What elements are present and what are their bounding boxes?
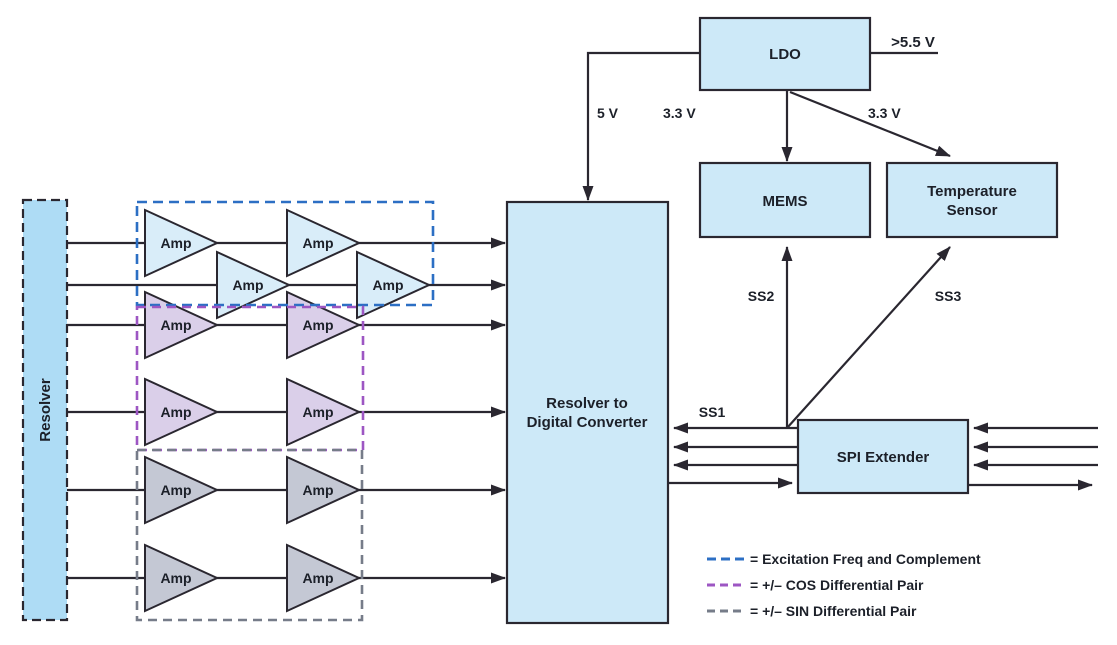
amp-exc-1-label: Amp: [160, 235, 191, 251]
temp-sensor-block: Temperature Sensor: [885, 161, 1059, 239]
amp-cos-1-label: Amp: [160, 317, 191, 333]
ss2-label: SS2: [748, 288, 775, 304]
power-section: LDO >5.5 V 5 V 3.3 V 3.3 V: [582, 16, 951, 201]
amp-cos-4-label: Amp: [302, 404, 333, 420]
amplifier-array: Amp Amp Amp Amp Amp Amp Amp Amp Amp Amp …: [144, 208, 432, 613]
ss1-label: SS1: [699, 404, 726, 420]
resolver-label: Resolver: [37, 378, 54, 442]
rdc-block: Resolver to Digital Converter: [505, 200, 670, 625]
spi-extender-box: [796, 418, 970, 495]
five-volt-wire: [582, 51, 700, 201]
mems-label: MEMS: [763, 193, 808, 210]
spi-extender-label: SPI Extender: [837, 449, 930, 466]
amp-sin-3: [144, 543, 220, 613]
amp-sin-3-label: Amp: [160, 570, 191, 586]
amp-exc-1: [144, 208, 220, 278]
rdc-label-line2: Digital Converter: [527, 414, 648, 431]
mems-box: [698, 161, 872, 239]
ss3-label: SS3: [935, 288, 962, 304]
legend-label-cos: = +/– COS Differential Pair: [750, 577, 924, 593]
resolver-block: Resolver: [21, 198, 69, 622]
amp-cos-2: [286, 290, 362, 360]
sin-group-box: [135, 448, 364, 622]
temp-supply-wire: [789, 90, 951, 158]
mems-supply-label: 3.3 V: [663, 105, 696, 121]
legend-label-sin: = +/– SIN Differential Pair: [750, 603, 917, 619]
resolver-box: [21, 198, 69, 622]
amp-cos-3-label: Amp: [160, 404, 191, 420]
five-volt-label: 5 V: [597, 105, 619, 121]
amp-sin-4-label: Amp: [302, 570, 333, 586]
amp-cos-2-label: Amp: [302, 317, 333, 333]
amp-exc-4: [356, 250, 432, 320]
amp-sin-4: [286, 543, 362, 613]
temp-sensor-box: [885, 161, 1059, 239]
amp-exc-3-label: Amp: [302, 235, 333, 251]
spi-extender-block: SPI Extender: [796, 418, 970, 495]
ldo-label: LDO: [769, 46, 801, 63]
rdc-box: [505, 200, 670, 625]
temp-sensor-label-line2: Sensor: [947, 202, 998, 219]
amp-exc-4-label: Amp: [372, 277, 403, 293]
excitation-group-box: [135, 200, 435, 307]
amp-exc-2: [216, 250, 292, 320]
amp-sin-2-label: Amp: [302, 482, 333, 498]
amp-sin-2: [286, 455, 362, 525]
amp-cos-4: [286, 377, 362, 447]
amp-exc-3: [286, 208, 362, 278]
mems-block: MEMS: [698, 161, 872, 239]
amp-exc-2-label: Amp: [232, 277, 263, 293]
amp-cos-1: [144, 290, 220, 360]
amp-sin-1: [144, 455, 220, 525]
temp-sensor-label-line1: Temperature: [927, 183, 1017, 200]
amp-sin-1-label: Amp: [160, 482, 191, 498]
ldo-box: [698, 16, 872, 92]
temp-supply-label: 3.3 V: [868, 105, 901, 121]
supply-voltage-label: >5.5 V: [891, 34, 935, 51]
spi-wires: SS1 SS2 SS3: [668, 246, 1098, 491]
legend-label-excitation: = Excitation Freq and Complement: [750, 551, 981, 567]
signal-group-boxes: [135, 200, 435, 622]
rdc-label-line1: Resolver to: [546, 395, 628, 412]
amp-cos-3: [144, 377, 220, 447]
legend: = Excitation Freq and Complement = +/– C…: [707, 551, 981, 619]
ss3-wire: [786, 246, 951, 429]
